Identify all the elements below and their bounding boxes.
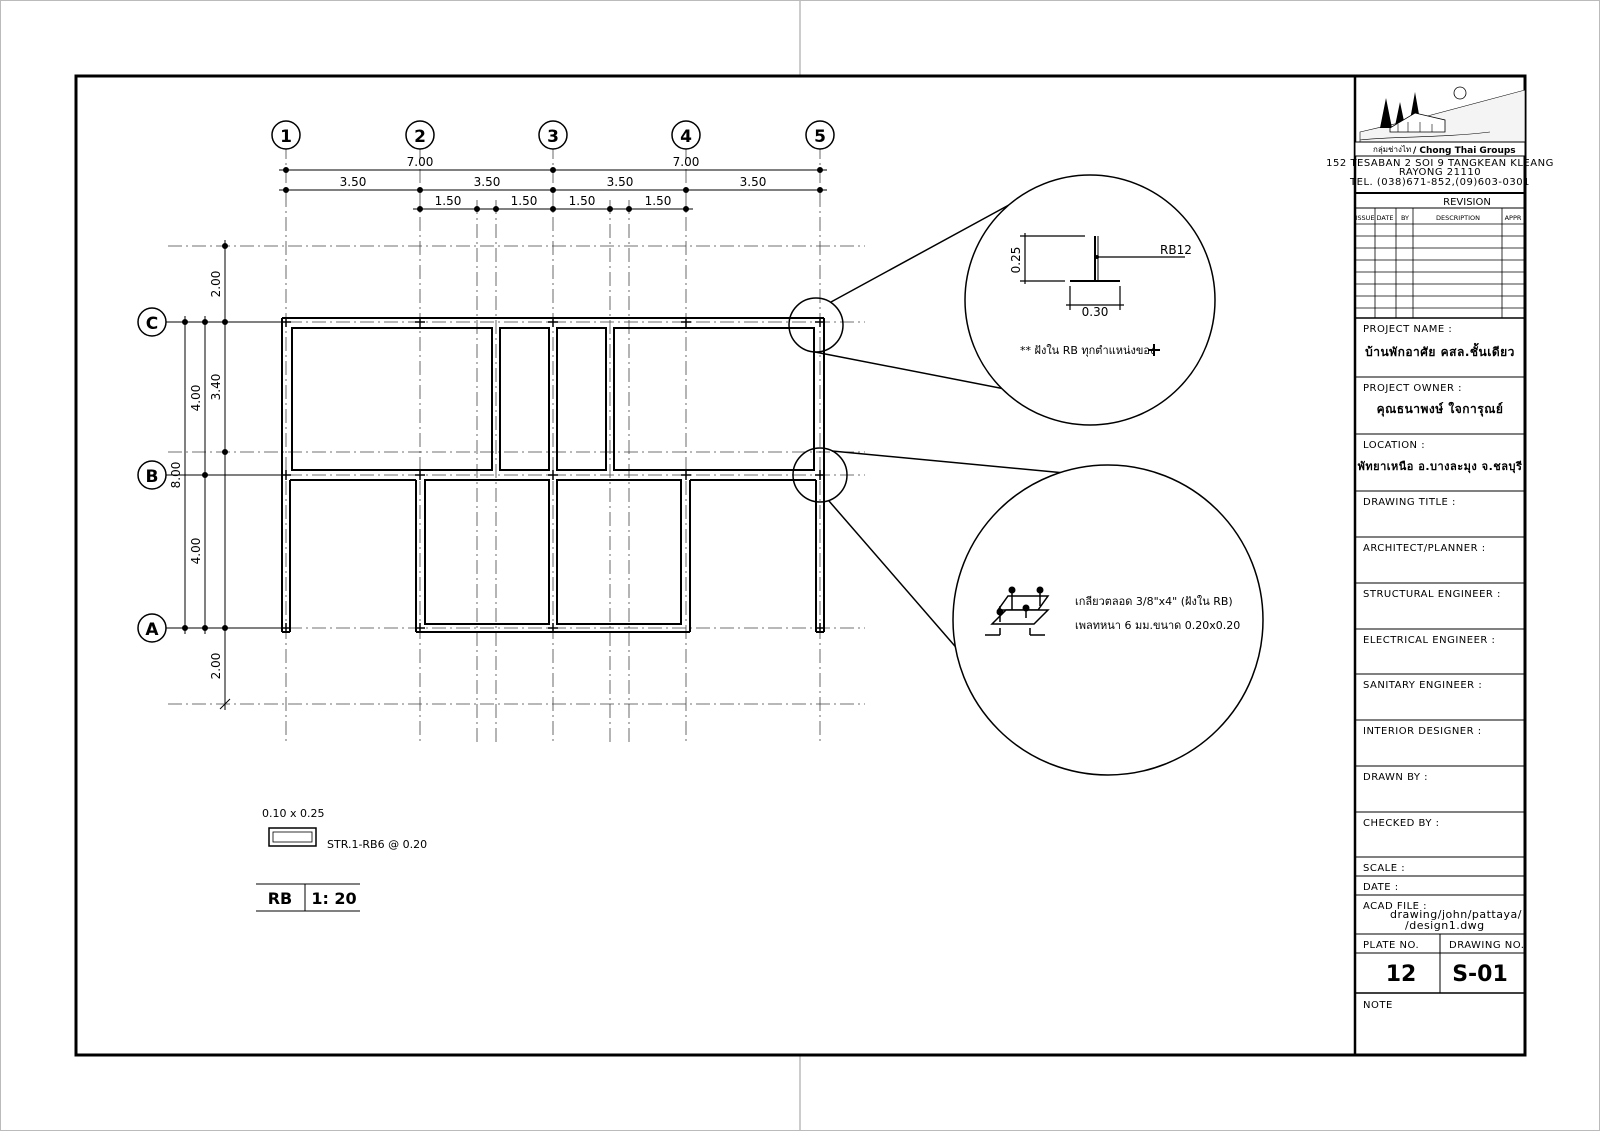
- project-owner: คุณธนาพงษ์ ใจการุณย์: [1377, 401, 1504, 417]
- checked-by-label: CHECKED BY :: [1363, 818, 1440, 829]
- drawing-title-label: DRAWING TITLE :: [1363, 497, 1456, 508]
- drawing-number: S-01: [1452, 962, 1508, 987]
- detail-circle-2: [952, 464, 1264, 776]
- dim-span-1: 3.50: [340, 175, 367, 189]
- dim-left-2-top: 2.00: [209, 271, 223, 298]
- drawing-border: [74, 74, 1527, 1057]
- plate-number: 12: [1386, 962, 1417, 987]
- section-size: 0.10 x 0.25: [262, 807, 325, 820]
- title-block: กลุ่มช่างไท / Chong Thai Groups 152 TESA…: [1326, 86, 1554, 1011]
- grid-label-A: A: [145, 620, 159, 640]
- revision-col-appr: APPR: [1505, 214, 1522, 222]
- project-owner-label: PROJECT OWNER :: [1363, 383, 1462, 394]
- detail1-width-dim: 0.30: [1082, 305, 1109, 319]
- revision-col-by: BY: [1401, 214, 1409, 222]
- acad-file-label: ACAD FILE :: [1363, 901, 1427, 912]
- column-bubbles: [271, 120, 835, 150]
- detail1-bar-label: RB12: [1160, 243, 1192, 257]
- sanitary-engineer-label: SANITARY ENGINEER :: [1363, 680, 1482, 691]
- grid-bubble-2: [405, 120, 435, 150]
- dim-left-4-upper: 4.00: [189, 385, 203, 412]
- company-tel: TEL. (038)671-852,(09)603-0301: [1349, 177, 1530, 188]
- dim-left-2-bottom: 2.00: [209, 653, 223, 680]
- detail2-line1: เกลียวตลอด 3/8"x4" (ฝังใน RB): [1075, 595, 1233, 608]
- grid-label-5: 5: [814, 127, 826, 147]
- location: พัทยาเหนือ อ.บางละมุง จ.ชลบุรี: [1358, 460, 1523, 474]
- company-thai-name: กลุ่มช่างไท: [1373, 145, 1411, 154]
- dim-sub-3: 1.50: [569, 194, 596, 208]
- grid-bubble-5: [805, 120, 835, 150]
- acad-file-path-1: drawing/john/pattaya/: [1390, 908, 1522, 921]
- grid-label-2: 2: [414, 127, 426, 147]
- date-label: DATE :: [1363, 882, 1399, 893]
- note-label: NOTE: [1363, 1000, 1393, 1011]
- foundation-plan: 1 2 3 4 5 C B A: [137, 120, 865, 745]
- location-label: LOCATION :: [1363, 440, 1425, 451]
- dim-span-3: 3.50: [607, 175, 634, 189]
- dim-left-4-lower: 4.00: [189, 538, 203, 565]
- column-markers: [281, 317, 825, 633]
- project-name-label: PROJECT NAME :: [1363, 324, 1452, 335]
- dim-left-3-40: 3.40: [209, 374, 223, 401]
- grid-label-B: B: [146, 467, 159, 487]
- grid-label-C: C: [146, 314, 158, 334]
- dim-span-4: 3.50: [740, 175, 767, 189]
- company-english-name: / Chong Thai Groups: [1413, 146, 1516, 156]
- base-plate-sketch: [985, 592, 1050, 636]
- drawing-no-label: DRAWING NO.: [1449, 940, 1524, 951]
- grid-bubble-3: [538, 120, 568, 150]
- detail2-line2: เพลทหนา 6 มม.ขนาด 0.20x0.20: [1075, 619, 1240, 632]
- grid-label-1: 1: [280, 127, 292, 147]
- dim-left-8-total: 8.00: [169, 462, 183, 489]
- revision-col-date: DATE: [1377, 214, 1394, 222]
- detail-circle-1: [964, 174, 1216, 426]
- dim-span-2: 3.50: [474, 175, 501, 189]
- grid-centerlines: [168, 145, 865, 745]
- revision-col-issue: ISSUE: [1355, 214, 1374, 222]
- scale-label: SCALE :: [1363, 863, 1405, 874]
- dim-sub-2: 1.50: [511, 194, 538, 208]
- grid-label-3: 3: [547, 127, 559, 147]
- dim-sub-4: 1.50: [645, 194, 672, 208]
- interior-designer-label: INTERIOR DESIGNER :: [1363, 726, 1482, 737]
- company-address-2: RAYONG 21110: [1399, 167, 1481, 178]
- drawn-by-label: DRAWN BY :: [1363, 772, 1428, 783]
- detail1-note: ** ฝังใน RB ทุกตำแหน่งของ: [1020, 344, 1155, 357]
- section-rebar: STR.1-RB6 @ 0.20: [327, 838, 427, 851]
- revision-title: REVISION: [1443, 197, 1491, 208]
- acad-file-path-2: /design1.dwg: [1405, 919, 1485, 932]
- detail-callouts: 0.25 0.30 RB12 ** ฝังใน RB ทุกตำแหน่งของ: [788, 174, 1264, 776]
- scale-tag: RB 1: 20: [256, 883, 360, 912]
- revision-col-description: DESCRIPTION: [1436, 214, 1480, 222]
- dim-sub-1: 1.50: [435, 194, 462, 208]
- company-address-1: 152 TESABAN 2 SOI 9 TANGKEAN KLEANG: [1326, 158, 1554, 169]
- dim-top-7-left: 7.00: [407, 155, 434, 169]
- grid-label-4: 4: [680, 127, 692, 147]
- detail1-height-dim: 0.25: [1009, 247, 1023, 274]
- electrical-engineer-label: ELECTRICAL ENGINEER :: [1363, 635, 1495, 646]
- revision-grid: [1355, 208, 1525, 318]
- left-dimensions: [182, 240, 231, 710]
- company-logo: [1359, 86, 1526, 143]
- plate-no-label: PLATE NO.: [1363, 940, 1419, 951]
- scale-tag-name: RB: [268, 889, 293, 908]
- column-plus-symbol: [1148, 344, 1160, 356]
- top-dimensions: [279, 167, 827, 212]
- title-block-rules: [1355, 376, 1525, 994]
- project-name: บ้านพักอาศัย คสล.ชั้นเดียว: [1365, 342, 1515, 359]
- scale-tag-value: 1: 20: [311, 889, 356, 908]
- grid-bubble-4: [671, 120, 701, 150]
- beam-section-legend: 0.10 x 0.25 STR.1-RB6 @ 0.20: [262, 807, 427, 851]
- structural-engineer-label: STRUCTURAL ENGINEER :: [1363, 589, 1501, 600]
- architect-label: ARCHITECT/PLANNER :: [1363, 543, 1486, 554]
- dim-top-7-right: 7.00: [673, 155, 700, 169]
- grid-bubble-1: [271, 120, 301, 150]
